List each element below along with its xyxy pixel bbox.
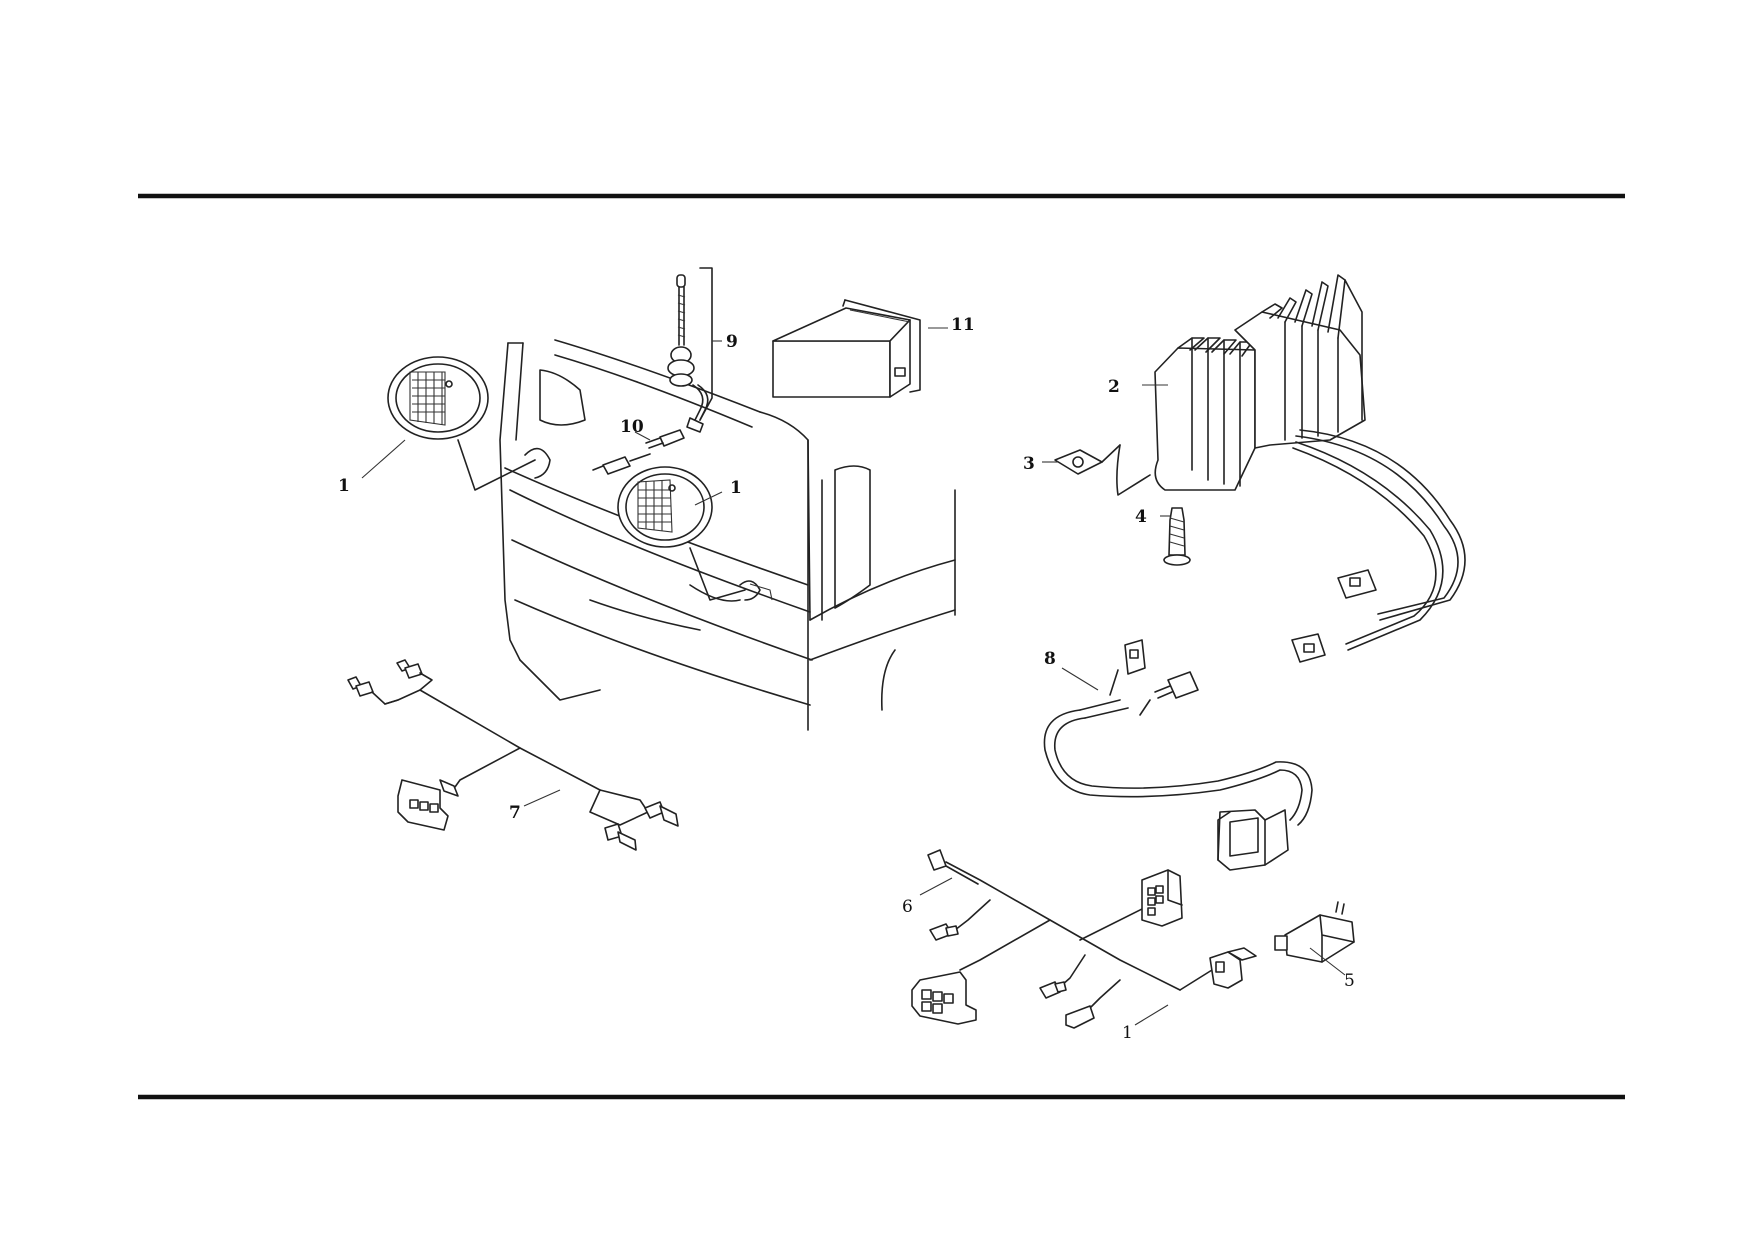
work-lamp-left bbox=[387, 356, 551, 491]
callout-1-harness: 1 bbox=[1122, 1023, 1133, 1043]
callout-8-switch-harness: 8 bbox=[1044, 649, 1056, 669]
callout-4-screw: 4 bbox=[1135, 507, 1147, 527]
callout-11-radio: 11 bbox=[951, 315, 975, 335]
switch-harness bbox=[1043, 639, 1313, 871]
callout-10-connector: 10 bbox=[620, 417, 644, 437]
callout-1-center-lamp: 1 bbox=[730, 478, 742, 498]
cab-front-outline bbox=[499, 339, 956, 731]
clip-nut bbox=[1054, 444, 1151, 496]
screw bbox=[1163, 507, 1191, 566]
callout-labels: 1 1 2 3 4 5 6 7 8 9 10 11 1 bbox=[338, 315, 1355, 1043]
callout-7-harness: 7 bbox=[509, 803, 521, 823]
antenna bbox=[667, 267, 713, 433]
callout-9-antenna: 9 bbox=[726, 332, 738, 352]
callout-2-regulator: 2 bbox=[1108, 377, 1120, 397]
voltage-regulator bbox=[1154, 274, 1466, 663]
switch bbox=[1274, 901, 1355, 963]
antenna-connector bbox=[592, 429, 685, 475]
work-lamp-center bbox=[617, 466, 773, 601]
callout-6-harness: 6 bbox=[902, 897, 913, 917]
wiring-harness-left bbox=[347, 659, 679, 851]
callout-leaders bbox=[361, 327, 1346, 1026]
radio-unit bbox=[772, 299, 921, 398]
callout-5-switch: 5 bbox=[1344, 971, 1355, 991]
callout-3-clip-nut: 3 bbox=[1023, 454, 1035, 474]
wiring-harness-right bbox=[911, 849, 1257, 1029]
callout-1-left-lamp: 1 bbox=[338, 476, 350, 496]
